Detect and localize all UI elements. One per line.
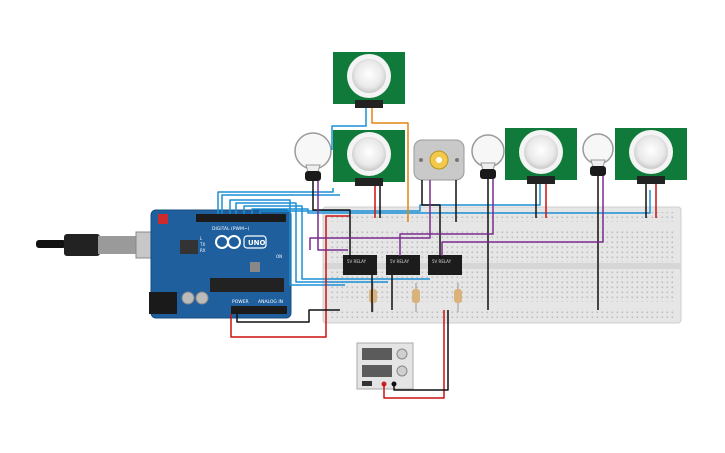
relay-2-label: 5V RELAY xyxy=(390,259,410,264)
arduino-rx-label: RX xyxy=(200,248,206,253)
relay-3[interactable] xyxy=(428,255,462,275)
relay-1-label: 5V RELAY xyxy=(347,259,367,264)
relay-3-label: 5V RELAY xyxy=(432,259,452,264)
resistor-1[interactable] xyxy=(369,283,377,312)
pir-sensor-1[interactable] xyxy=(333,130,405,186)
relay-2[interactable] xyxy=(386,255,420,275)
relay-1[interactable] xyxy=(343,255,377,275)
bulb-1[interactable] xyxy=(294,132,332,181)
arduino-digital-header-label: DIGITAL (PWM~) xyxy=(212,226,250,232)
wires xyxy=(217,108,657,399)
usb-cable xyxy=(36,231,159,259)
arduino-uno-board[interactable] xyxy=(36,209,292,319)
arduino-logo-text: UNO xyxy=(248,239,266,247)
dc-motor[interactable] xyxy=(413,139,465,181)
arduino-tx-label: TX xyxy=(199,242,205,247)
bulb-2[interactable] xyxy=(471,134,505,179)
pir-sensor-top[interactable] xyxy=(333,52,405,108)
power-supply[interactable] xyxy=(356,342,414,390)
resistor-2[interactable] xyxy=(412,283,420,312)
arduino-on-label: ON xyxy=(276,254,282,259)
arduino-analog-label: ANALOG IN xyxy=(258,299,283,305)
pir-sensor-3[interactable] xyxy=(615,128,687,184)
resistor-3[interactable] xyxy=(454,283,462,312)
pir-sensor-2[interactable] xyxy=(505,128,577,184)
arduino-l-label: L xyxy=(200,236,203,241)
arduino-power-label: POWER xyxy=(232,299,249,305)
bulb-3[interactable] xyxy=(582,133,614,176)
